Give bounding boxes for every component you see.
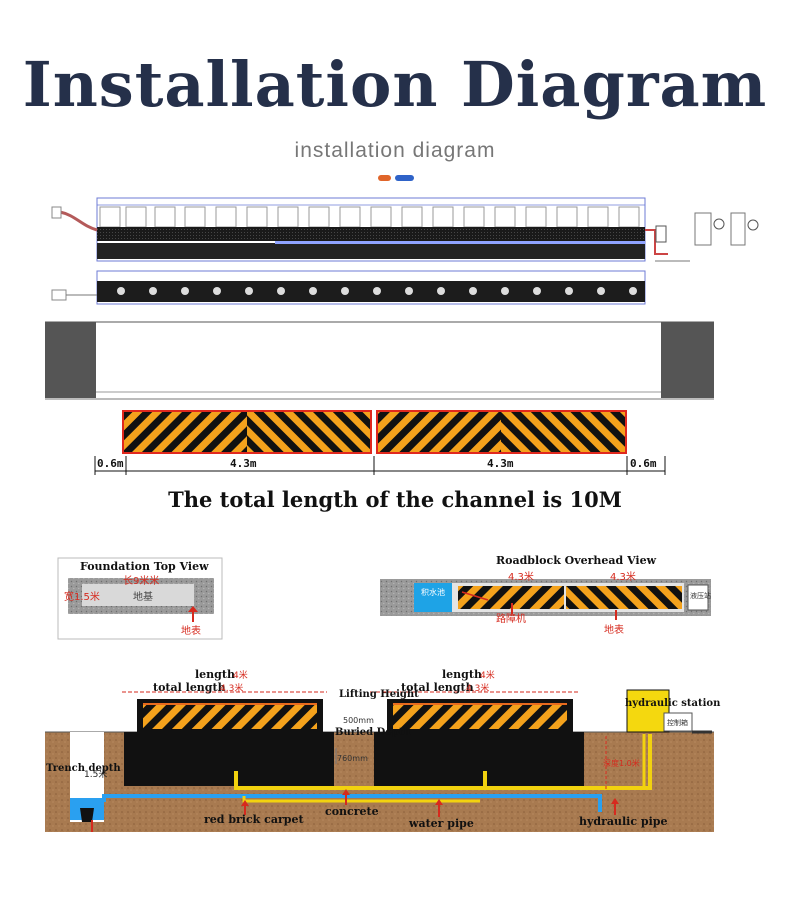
foundation-width: 宽1.5米: [64, 590, 100, 603]
dim-left: 0.6m: [97, 457, 124, 470]
page-title: Installation Diagram: [22, 48, 768, 121]
foundation-length: 长9米米: [123, 574, 159, 587]
technical-top-view: [51, 270, 646, 305]
overhead-title: Roadblock Overhead View: [496, 554, 657, 567]
total-length-label-1: total length: [153, 681, 226, 694]
length-value-2: 4米: [480, 669, 495, 681]
page-subtitle: installation diagram: [294, 139, 496, 162]
foundation-surface: 地表: [181, 624, 201, 637]
total-length-value-1: 4.3米: [220, 682, 243, 694]
dim-mid2: 4.3m: [487, 457, 514, 470]
side-dim-label: 深度1.0米: [603, 758, 640, 768]
gate-channel-view: [45, 321, 714, 400]
overhead-surface: 地表: [604, 623, 624, 636]
buried-depth-value: 760mm: [337, 754, 368, 763]
dimension-line: 0.6m 4.3m 4.3m 0.6m: [94, 456, 666, 475]
length-value-1: 4米: [233, 669, 248, 681]
total-length-value-2: 4.3米: [466, 682, 489, 694]
foundation-base: 地基: [133, 590, 153, 603]
technical-upper-units: [99, 206, 640, 228]
cross-section: 控制箱 length 4米 total length 4.3米 length 4…: [45, 668, 721, 832]
total-length-caption: The total length of the channel is 10M: [168, 487, 622, 512]
overhead-dim2: 4.3米: [610, 570, 636, 583]
total-length-label-2: total length: [401, 681, 474, 694]
overhead-left-box: 积水池: [421, 587, 445, 597]
accent-dot-blue: [395, 175, 414, 181]
overhead-machine: 路障机: [496, 612, 526, 625]
technical-side-view: [51, 197, 759, 262]
buried-depth-label: Buried Depth: [335, 727, 411, 738]
roadblock-overhead-view: Roadblock Overhead View 积水池 液压站 4.3米 4.3…: [380, 554, 711, 636]
red-brick-label: red brick carpet: [204, 813, 304, 826]
overhead-right-box: 液压站: [690, 591, 711, 600]
top-view-rollers: [117, 287, 637, 295]
overhead-dim1: 4.3米: [508, 570, 534, 583]
water-pipe-label: water pipe: [408, 817, 474, 830]
hydraulic-pipe-label: hydraulic pipe: [579, 815, 667, 828]
lifting-height-label: Lifting Height: [339, 689, 419, 700]
dim-mid1: 4.3m: [230, 457, 257, 470]
hazard-plate-left: [122, 410, 372, 454]
dim-right: 0.6m: [630, 457, 657, 470]
concrete-label: concrete: [325, 805, 379, 818]
foundation-title: Foundation Top View: [80, 560, 209, 573]
hydraulic-station-label: hydraulic station: [625, 698, 721, 709]
length-label-1: length: [195, 668, 235, 681]
foundation-top-view: Foundation Top View 长9米米 宽1.5米 地基 地表: [57, 557, 223, 640]
control-box-label: 控制箱: [667, 718, 688, 727]
accent-dot-orange: [378, 175, 391, 181]
hazard-plate-right: [376, 410, 627, 454]
length-label-2: length: [442, 668, 482, 681]
lifting-height-value: 500mm: [343, 716, 374, 725]
trench-depth-label: Trench depth: [46, 763, 121, 774]
trench-depth-value: 1.5米: [84, 768, 107, 780]
